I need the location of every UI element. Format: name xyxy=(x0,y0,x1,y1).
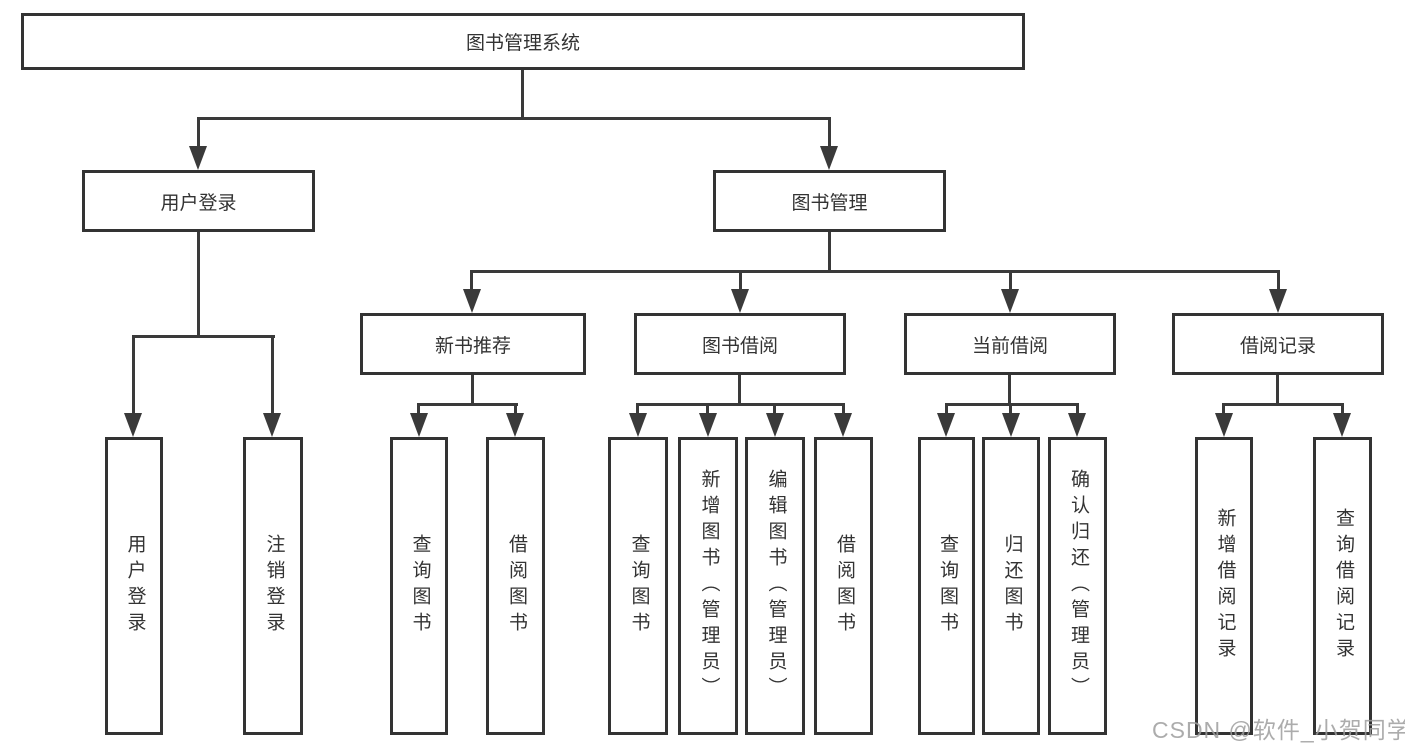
connector-stem-user-login xyxy=(197,120,200,148)
leaf-bb-borrow-books: 借阅图书 xyxy=(814,437,873,735)
connector-root-stem xyxy=(521,70,524,117)
leaf-cb-query-books: 查询图书 xyxy=(918,437,975,735)
arrowhead-current-borrow xyxy=(1001,289,1019,313)
leaf-bb-query-books-label: 查询图书 xyxy=(628,534,650,638)
connector-stem-book-borrow xyxy=(739,273,742,289)
node-current-borrowing-label: 当前借阅 xyxy=(971,335,1048,357)
arrowhead-bb-borrow xyxy=(834,413,852,437)
connector-level3-bar xyxy=(470,270,1280,273)
node-borrowing-records-label: 借阅记录 xyxy=(1239,335,1316,357)
leaf-bb-add-books-admin: 新增图书（管理员） xyxy=(678,437,738,735)
connector-nbr-bar xyxy=(417,403,518,406)
arrowhead-br-query xyxy=(1333,413,1351,437)
connector-stem-nbr-borrow xyxy=(514,406,517,413)
node-book-management: 图书管理 xyxy=(713,170,946,232)
arrowhead-bb-query xyxy=(629,413,647,437)
leaf-logout: 注销登录 xyxy=(243,437,303,735)
arrowhead-user-login xyxy=(189,146,207,170)
connector-stem-book-mgmt xyxy=(828,120,831,148)
node-borrowing-records: 借阅记录 xyxy=(1172,313,1384,375)
connector-stem-leaf-login xyxy=(132,338,135,413)
leaf-nbr-query-books-label: 查询图书 xyxy=(409,534,431,638)
arrowhead-bb-edit xyxy=(766,413,784,437)
leaf-bb-add-books-admin-label: 新增图书（管理员） xyxy=(698,469,720,703)
connector-stem-bb-query xyxy=(636,406,639,413)
connector-stem-bb-edit xyxy=(773,406,776,413)
arrowhead-leaf-login xyxy=(124,413,142,437)
leaf-bb-borrow-books-label: 借阅图书 xyxy=(833,534,855,638)
leaf-cb-return-books: 归还图书 xyxy=(982,437,1040,735)
connector-book-mgmt-stem xyxy=(828,232,831,273)
node-new-book-recommend-label: 新书推荐 xyxy=(434,335,511,357)
leaf-bb-edit-books-admin: 编辑图书（管理员） xyxy=(745,437,805,735)
leaf-nbr-borrow-books-label: 借阅图书 xyxy=(505,534,527,638)
connector-stem-bb-borrow xyxy=(842,406,845,413)
connector-stem-cb-query xyxy=(945,406,948,413)
connector-stem-cb-confirm xyxy=(1076,406,1079,413)
arrowhead-borrow-records xyxy=(1269,289,1287,313)
connector-stem-new-book-rec xyxy=(470,273,473,289)
connector-br-stem xyxy=(1276,375,1279,406)
node-book-borrowing-label: 图书借阅 xyxy=(701,335,778,357)
leaf-bb-edit-books-admin-label: 编辑图书（管理员） xyxy=(765,469,787,703)
node-user-login-label: 用户登录 xyxy=(160,192,237,214)
leaf-cb-confirm-return-admin-label: 确认归还（管理员） xyxy=(1067,469,1089,703)
leaf-nbr-borrow-books: 借阅图书 xyxy=(486,437,545,735)
connector-bb-stem xyxy=(738,375,741,406)
leaf-cb-confirm-return-admin: 确认归还（管理员） xyxy=(1048,437,1107,735)
connector-bb-bar xyxy=(636,403,845,406)
leaf-bb-query-books: 查询图书 xyxy=(608,437,668,735)
leaf-br-query-record-label: 查询借阅记录 xyxy=(1332,508,1354,664)
connector-stem-current-borrow xyxy=(1009,273,1012,289)
arrowhead-cb-query xyxy=(937,413,955,437)
arrowhead-bb-add xyxy=(699,413,717,437)
arrowhead-br-add xyxy=(1215,413,1233,437)
csdn-watermark: CSDN @软件_小贺同学 xyxy=(1152,717,1405,743)
connector-stem-nbr-query xyxy=(417,406,420,413)
leaf-cb-query-books-label: 查询图书 xyxy=(936,534,958,638)
connector-nbr-stem xyxy=(471,375,474,406)
connector-level2-bar xyxy=(197,117,831,120)
leaf-user-login-label: 用户登录 xyxy=(124,534,146,638)
node-root-label: 图书管理系统 xyxy=(465,33,580,54)
leaf-br-add-record: 新增借阅记录 xyxy=(1195,437,1253,735)
node-root-system: 图书管理系统 xyxy=(21,13,1025,70)
connector-user-login-bar xyxy=(132,335,275,338)
connector-stem-bb-add xyxy=(706,406,709,413)
connector-cb-stem xyxy=(1008,375,1011,406)
connector-user-login-stem xyxy=(197,232,200,338)
node-book-management-label: 图书管理 xyxy=(791,192,868,214)
arrowhead-book-mgmt xyxy=(820,146,838,170)
connector-stem-leaf-logout xyxy=(271,338,274,413)
connector-br-bar xyxy=(1222,403,1344,406)
connector-stem-br-query xyxy=(1341,406,1344,413)
node-new-book-recommend: 新书推荐 xyxy=(360,313,586,375)
leaf-logout-label: 注销登录 xyxy=(263,534,285,638)
arrowhead-nbr-query xyxy=(410,413,428,437)
connector-cb-bar xyxy=(945,403,1079,406)
leaf-nbr-query-books: 查询图书 xyxy=(390,437,448,735)
connector-stem-br-add xyxy=(1222,406,1225,413)
leaf-br-query-record: 查询借阅记录 xyxy=(1313,437,1372,735)
node-user-login: 用户登录 xyxy=(82,170,315,232)
connector-stem-cb-return xyxy=(1009,406,1012,413)
leaf-cb-return-books-label: 归还图书 xyxy=(1001,534,1023,638)
arrowhead-leaf-logout xyxy=(263,413,281,437)
connector-stem-borrow-records xyxy=(1277,273,1280,289)
node-book-borrowing: 图书借阅 xyxy=(634,313,846,375)
arrowhead-book-borrow xyxy=(731,289,749,313)
arrowhead-cb-return xyxy=(1002,413,1020,437)
arrowhead-new-book-rec xyxy=(463,289,481,313)
arrowhead-cb-confirm xyxy=(1068,413,1086,437)
arrowhead-nbr-borrow xyxy=(506,413,524,437)
leaf-user-login: 用户登录 xyxy=(105,437,163,735)
leaf-br-add-record-label: 新增借阅记录 xyxy=(1214,508,1236,664)
node-current-borrowing: 当前借阅 xyxy=(904,313,1116,375)
